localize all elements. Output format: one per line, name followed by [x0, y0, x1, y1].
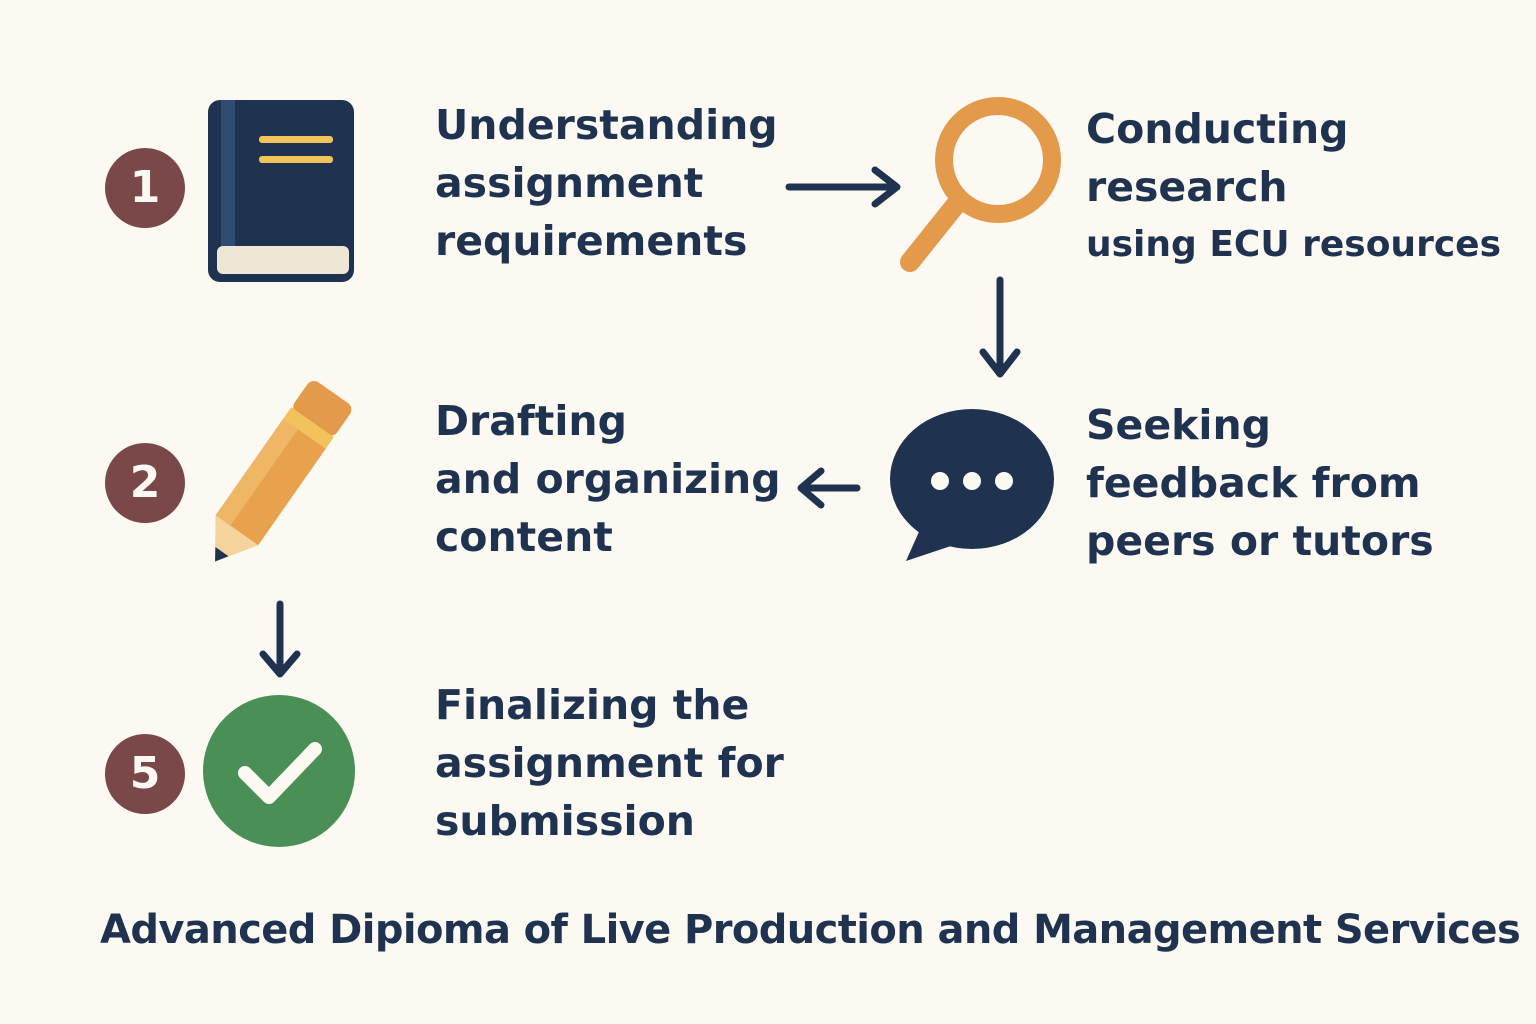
step-text-seeking: Seeking feedback from peers or tutors — [1086, 396, 1434, 570]
step-text-conducting: Conducting research using ECU resources — [1086, 100, 1501, 274]
pencil-icon — [215, 380, 352, 562]
arrow-right-icon — [785, 166, 901, 208]
step-text-line: Understanding — [435, 101, 778, 149]
step-text-line: feedback from — [1086, 459, 1421, 507]
step-text-drafting: Drafting and organizing content — [435, 392, 781, 566]
step-number-badge-2: 2 — [105, 443, 185, 523]
step-text-line: assignment — [435, 159, 704, 207]
step-text-understanding: Understanding assignment requirements — [435, 96, 778, 270]
step-number-badge-5: 5 — [105, 734, 185, 814]
step-text-finalizing: Finalizing the assignment for submission — [435, 676, 784, 850]
step-text-line: and organizing — [435, 455, 781, 503]
step-text-line: peers or tutors — [1086, 517, 1434, 565]
step-text-line: Seeking — [1086, 401, 1272, 449]
book-icon — [208, 100, 354, 282]
step-text-line: Conducting — [1086, 105, 1349, 153]
arrow-left-icon — [797, 467, 861, 509]
step-text-line: research — [1086, 163, 1288, 211]
step-text-line: submission — [435, 797, 695, 845]
magnifier-icon — [900, 97, 1061, 272]
step-text-line: Finalizing the — [435, 681, 750, 729]
arrow-down-icon — [979, 276, 1021, 378]
step-text-line: assignment for — [435, 739, 784, 787]
arrow-down-icon — [259, 600, 301, 678]
speech-bubble-icon — [890, 409, 1054, 561]
step-text-line: using ECU resources — [1086, 224, 1502, 265]
step-number-badge-1: 1 — [105, 148, 185, 228]
checkmark-icon — [203, 695, 355, 847]
step-text-line: Drafting — [435, 397, 627, 445]
step-text-line: requirements — [435, 217, 748, 265]
footer-title: Advanced Dipioma of Live Production and … — [100, 907, 1521, 953]
step-text-line: content — [435, 513, 613, 561]
